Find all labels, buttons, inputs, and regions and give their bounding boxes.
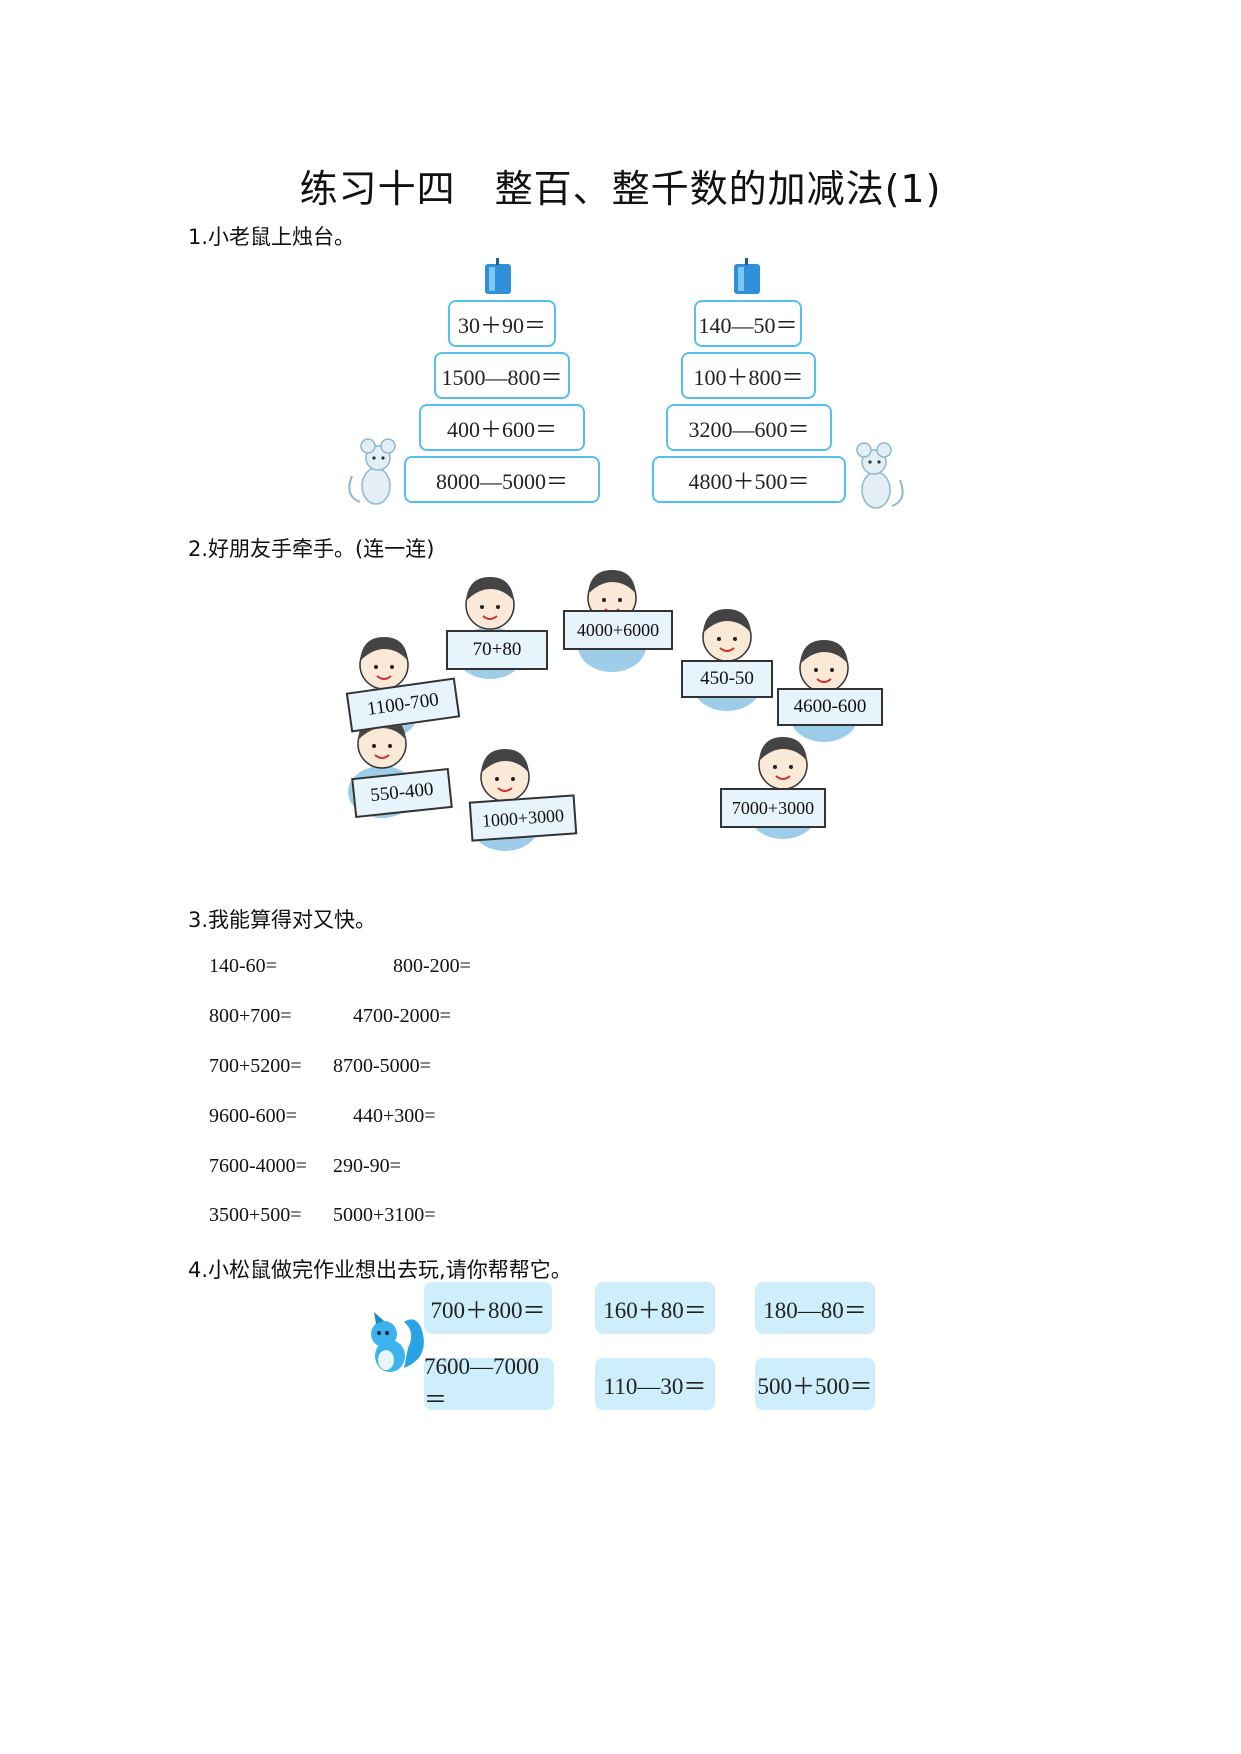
sign-1000-plus-3000[interactable]: 1000+3000 [468, 794, 578, 842]
candle-icon [485, 258, 511, 294]
calc-card-2-1: 7600—7000＝ [424, 1354, 554, 1412]
right-tower-tier-2: 100＋800＝ [681, 352, 816, 399]
candle-icon [734, 258, 760, 294]
left-tower-tier-4: 8000—5000＝ [404, 456, 600, 503]
question-2-label: 2.好朋友手牵手。(连一连) [188, 537, 435, 561]
calc-5-1: 7600-4000= [209, 1155, 307, 1177]
calc-6-2: 5000+3100= [333, 1204, 436, 1226]
question-1-label: 1.小老鼠上烛台。 [188, 225, 356, 249]
calc-card-1-3: 180—80＝ [755, 1282, 875, 1334]
sign-7000-plus-3000[interactable]: 7000+3000 [720, 788, 826, 828]
sign-4000-plus-6000[interactable]: 4000+6000 [563, 610, 673, 650]
page-title: 练习十四 整百、整千数的加减法(1) [299, 167, 942, 211]
calc-2-2: 4700-2000= [353, 1005, 451, 1027]
sign-70-plus-80[interactable]: 70+80 [446, 630, 548, 670]
left-tower-tier-3: 400＋600＝ [419, 404, 585, 451]
left-tower-tier-2: 1500—800＝ [434, 352, 570, 399]
right-tower-tier-1: 140—50＝ [694, 300, 802, 347]
calc-3-2: 8700-5000= [333, 1055, 431, 1077]
question-3-label: 3.我能算得对又快。 [188, 908, 377, 932]
calc-6-1: 3500+500= [209, 1204, 302, 1226]
squirrel-icon [371, 1312, 424, 1372]
calc-1-2: 800-200= [393, 955, 471, 977]
calc-4-2: 440+300= [353, 1105, 436, 1127]
calc-3-1: 700+5200= [209, 1055, 302, 1077]
right-tower-tier-4: 4800＋500＝ [652, 456, 846, 503]
kids-illustration [347, 569, 859, 852]
left-tower-tier-1: 30＋90＝ [448, 300, 556, 347]
question-4-label: 4.小松鼠做完作业想出去玩,请你帮帮它。 [188, 1258, 572, 1282]
calc-card-2-2: 110—30＝ [595, 1358, 715, 1410]
calc-card-2-3: 500＋500＝ [755, 1358, 875, 1410]
calc-2-1: 800+700= [209, 1005, 292, 1027]
calc-1-1: 140-60= [209, 955, 277, 977]
sign-450-minus-50[interactable]: 450-50 [681, 660, 773, 698]
mouse-icon [856, 442, 904, 509]
calc-card-1-1: 700＋800＝ [424, 1282, 552, 1334]
sign-4600-minus-600[interactable]: 4600-600 [777, 688, 883, 726]
calc-card-1-2: 160＋80＝ [595, 1282, 715, 1334]
calc-5-2: 290-90= [333, 1155, 401, 1177]
right-tower-tier-3: 3200—600＝ [666, 404, 832, 451]
calc-4-1: 9600-600= [209, 1105, 297, 1127]
mouse-icon [348, 438, 396, 505]
